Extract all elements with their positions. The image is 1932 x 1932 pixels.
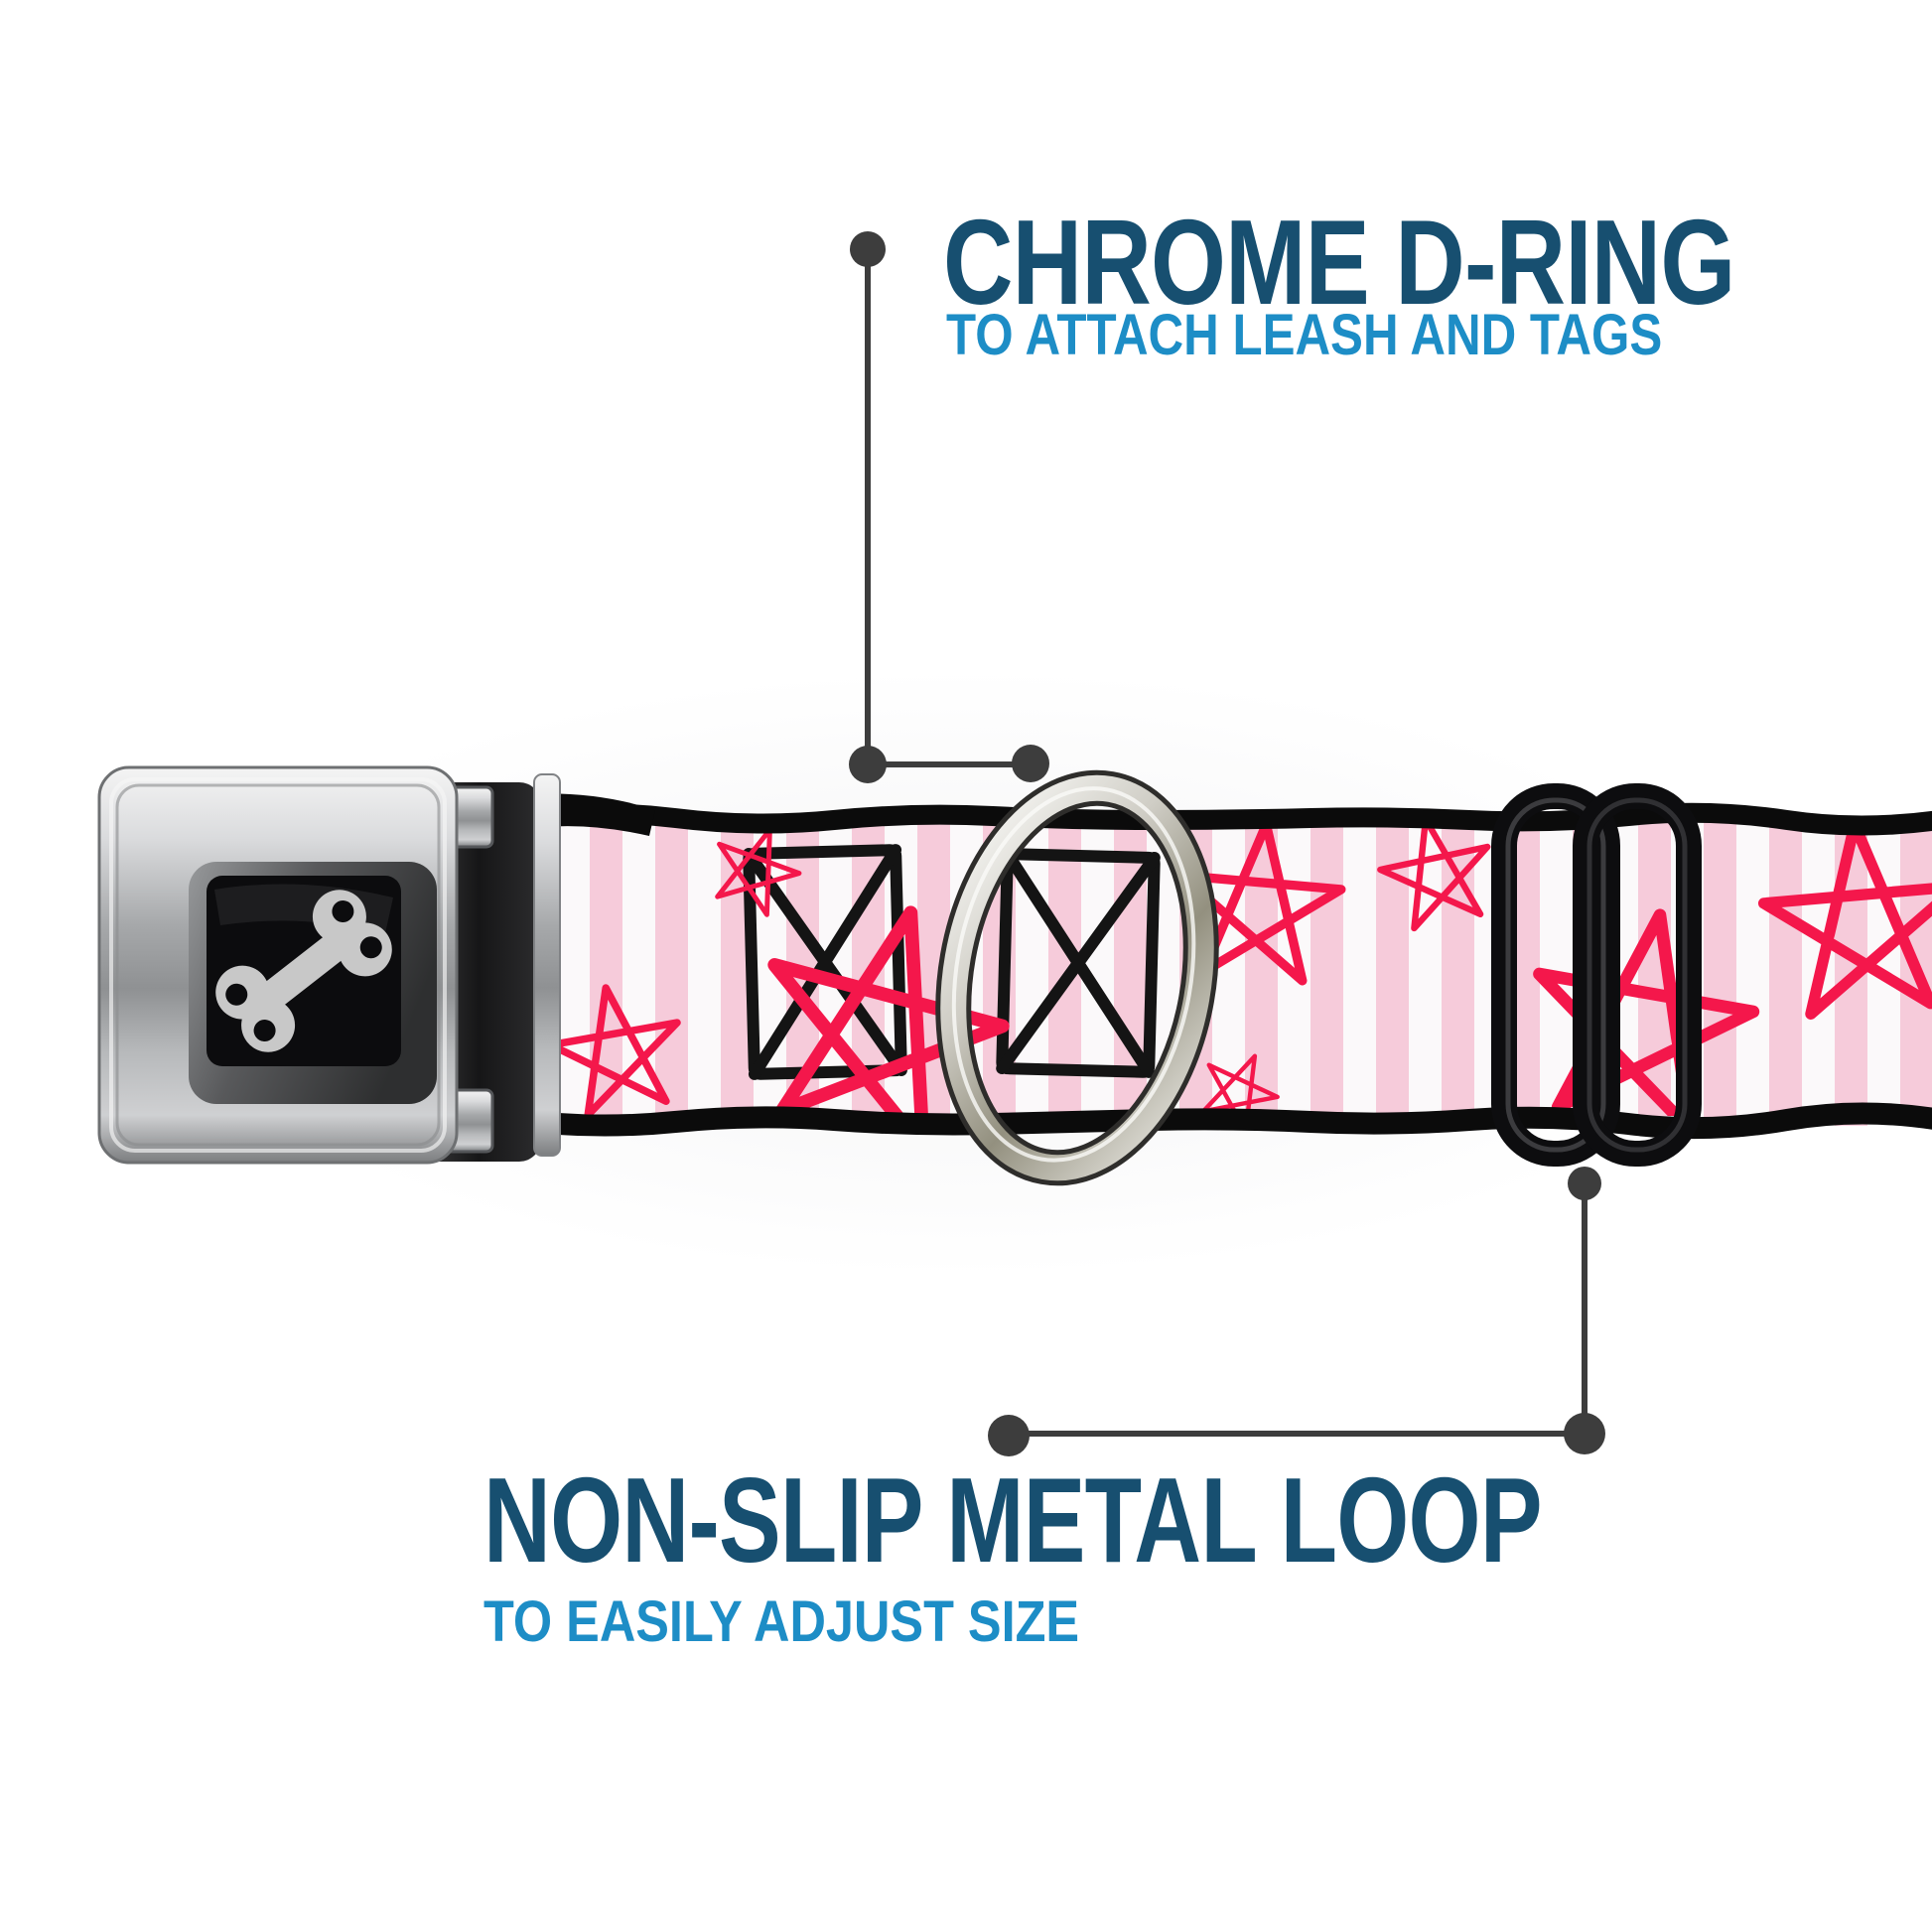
top-callout-line-horizontal [868,761,1031,767]
bottom-callout-line-horizontal [1009,1431,1585,1437]
strap-edge [514,793,1932,1140]
bottom-callout-title: NON-SLIP METAL LOOP [483,1452,1542,1587]
top-callout-line-vertical [865,249,871,764]
top-callout-subtitle: TO ATTACH LEASH AND TAGS [946,303,1663,367]
chrome-d-ring [935,769,1219,1186]
top-callout-dot-text [850,231,886,267]
top-callout-title: CHROME D-RING [943,195,1735,330]
top-callout-dot-elbow [849,746,887,783]
bottom-callout-dot-elbow [1564,1413,1605,1454]
bottom-callout-dot-slider [1568,1167,1601,1200]
sketch-x-box [743,844,1161,1080]
bottom-callout-dot-text [988,1415,1030,1456]
metal-loop-slider [1491,783,1702,1167]
bone-icon [215,890,392,1052]
bottom-callout-line-vertical [1582,1183,1587,1434]
bottom-callout-subtitle: TO EASILY ADJUST SIZE [483,1589,1080,1654]
top-callout-dot-dring [1012,745,1049,782]
collar-strap [514,793,1932,1140]
seatbelt-buckle [97,765,561,1165]
